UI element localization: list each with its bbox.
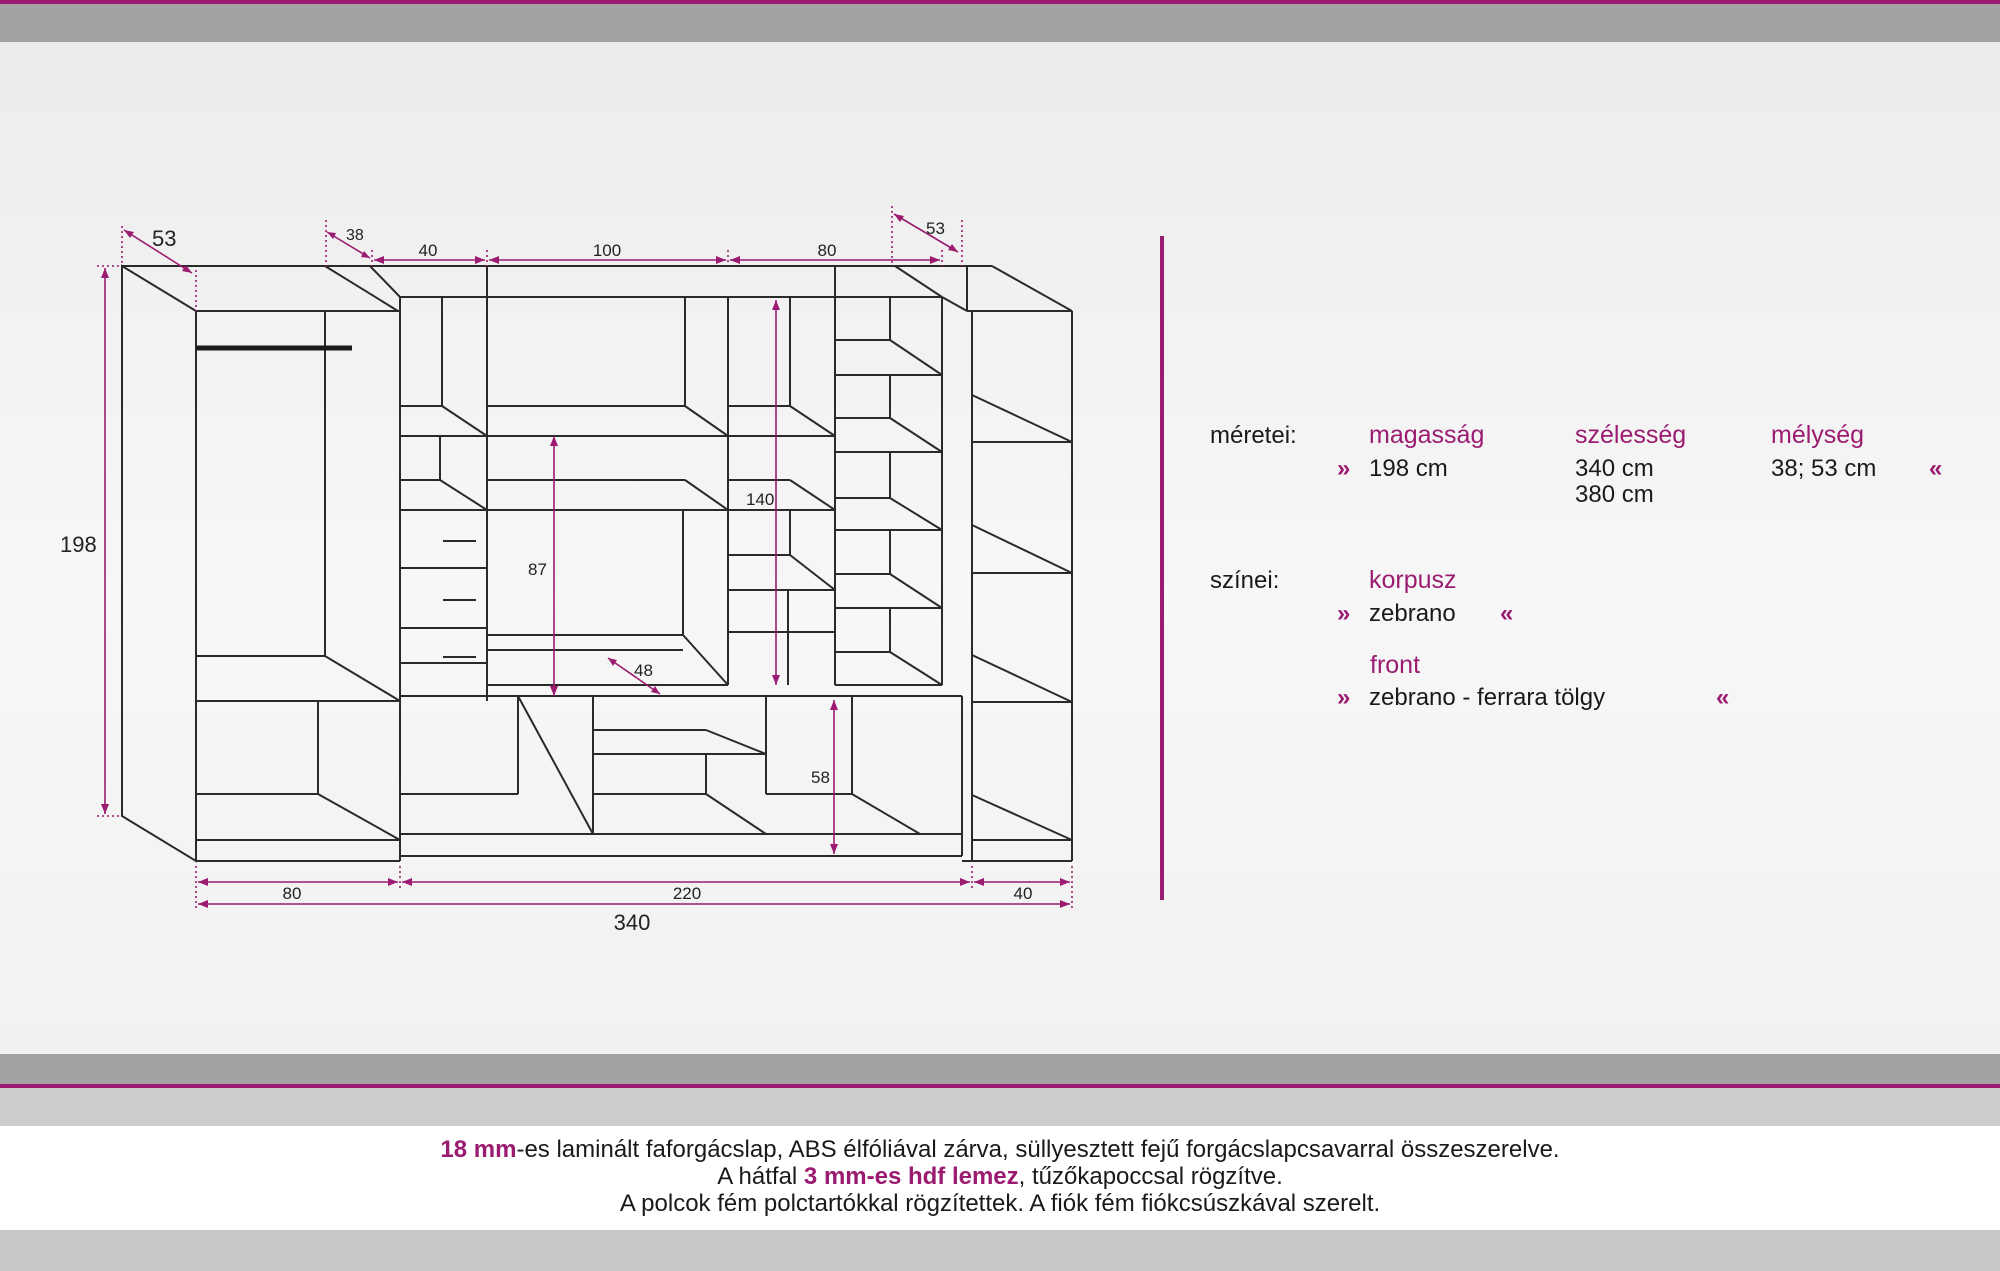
footer-accent-line (0, 1084, 2000, 1088)
notes-line-2-highlight: 3 mm-es hdf lemez (803, 1163, 1019, 1190)
body-header: korpusz (1369, 566, 1457, 594)
notes-background (0, 1126, 2000, 1230)
dim-87: 87 (528, 560, 547, 579)
footer-light-band (0, 1088, 2000, 1126)
dim-width-80-top: 80 (818, 241, 837, 260)
dim-depth-left: 53 (152, 226, 176, 251)
body-open-mark: » (1337, 600, 1351, 627)
dimension-lines (97, 206, 1073, 910)
dim-140: 140 (746, 490, 774, 509)
notes-line-1-highlight: 18 mm (440, 1136, 517, 1163)
notes-line-1-text: -es laminált faforgácslap, ABS élfóliáva… (516, 1136, 1560, 1163)
front-value: zebrano - ferrara tölgy (1369, 684, 1606, 711)
material-notes: 18 mm-es laminált faforgácslap, ABS élfó… (0, 1136, 2000, 1217)
front-header: front (1370, 651, 1421, 679)
bottom-gray-band (0, 1230, 2000, 1271)
drawing-background (0, 42, 2000, 1054)
dim-height: 198 (60, 532, 97, 557)
top-gray-band (0, 4, 2000, 42)
width-value-2: 380 cm (1575, 481, 1654, 508)
close-mark: « (1929, 455, 1943, 482)
front-open-mark: » (1337, 684, 1351, 711)
open-mark: » (1337, 455, 1351, 482)
colors-label: színei: (1210, 567, 1280, 594)
furniture-outline (121, 264, 1073, 863)
depth-header: mélység (1771, 421, 1865, 449)
height-value: 198 cm (1369, 455, 1448, 482)
height-header: magasság (1369, 421, 1485, 449)
dim-depth-mid: 38 (346, 227, 364, 244)
footer-gray-band (0, 1054, 2000, 1084)
sizes-label: méretei: (1210, 422, 1297, 449)
dim-depth-right: 53 (926, 219, 945, 238)
notes-line-1: 18 mm-es laminált faforgácslap, ABS élfó… (0, 1136, 2000, 1163)
dim-width-100: 100 (593, 241, 621, 260)
notes-line-3: A polcok fém polctartókkal rögzítettek. … (619, 1190, 1381, 1217)
furniture-drawing: 53 38 40 100 80 53 198 87 140 58 48 80 2… (60, 206, 1073, 935)
vertical-divider (1160, 236, 1164, 900)
notes-line-2: A hátfal 3 mm-es hdf lemez, tűzőkapoccsa… (0, 1163, 2000, 1190)
dimension-arrows (101, 214, 1070, 908)
width-header: szélesség (1575, 421, 1687, 449)
dim-width-40-top: 40 (419, 241, 438, 260)
body-close-mark: « (1500, 600, 1514, 627)
dim-48: 48 (634, 661, 653, 680)
notes-line-2-text: , tűzőkapoccsal rögzítve. (1018, 1163, 1283, 1190)
front-close-mark: « (1716, 684, 1730, 711)
body-value: zebrano (1369, 600, 1456, 627)
dim-width-80-bottom: 80 (283, 884, 302, 903)
dim-width-220: 220 (673, 884, 701, 903)
dim-total-width: 340 (614, 910, 651, 935)
top-accent-line (0, 0, 2000, 4)
dim-58: 58 (811, 768, 830, 787)
depth-value: 38; 53 cm (1771, 455, 1877, 482)
width-value-1: 340 cm (1575, 455, 1654, 482)
notes-line-2-pre: A hátfal (717, 1163, 804, 1190)
dim-width-40-bottom: 40 (1014, 884, 1033, 903)
